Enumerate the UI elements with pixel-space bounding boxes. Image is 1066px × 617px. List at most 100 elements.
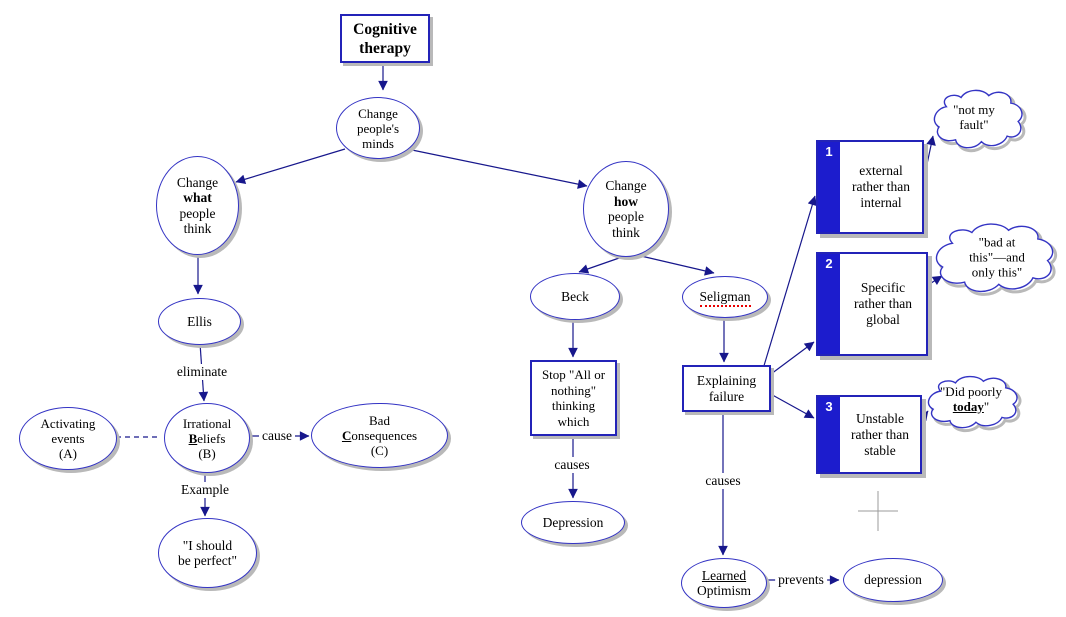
- box-body: Specific rather than global: [840, 254, 926, 354]
- cloud-line: "Did poorly: [940, 384, 1002, 399]
- box-text: global: [866, 312, 900, 327]
- box-text: stable: [864, 442, 896, 458]
- node-text: thinking: [551, 398, 596, 413]
- node-change-how-people-think: Change how people think: [583, 161, 669, 257]
- node-text: failure: [708, 388, 745, 404]
- node-text: Stop "All or: [541, 367, 606, 382]
- title-line: therapy: [359, 39, 411, 57]
- edge-label-prevents: prevents: [775, 572, 827, 588]
- node-text: think: [183, 221, 212, 236]
- node-text: Learned: [702, 568, 746, 584]
- node-text-bold: how: [613, 193, 638, 209]
- node-change-peoples-minds: Change people's minds: [336, 97, 420, 159]
- node-text: Change: [176, 174, 219, 190]
- box-number-stripe: 2: [818, 254, 840, 354]
- box-text: internal: [860, 195, 902, 210]
- thought-cloud-bad-at-this: [936, 224, 1055, 294]
- thought-cloud-not-my-fault: [934, 90, 1025, 150]
- node-text: which: [557, 413, 590, 429]
- cloud-text-not-my-fault: "not my fault": [953, 102, 995, 132]
- node-bad-consequences: Bad Consequences (C): [311, 403, 448, 468]
- node-seligman: Seligman: [682, 276, 768, 318]
- box-text: Specific: [860, 280, 906, 295]
- box-text: rather than: [850, 426, 910, 442]
- box-body: external rather than internal: [840, 142, 922, 232]
- node-activating-events: Activating events (A): [19, 407, 117, 470]
- thought-cloud-did-poorly: [928, 377, 1020, 431]
- title-line: Cognitive: [353, 20, 417, 38]
- node-text-underline: Learned: [701, 567, 747, 583]
- node-text: (C): [370, 443, 389, 458]
- box-text: rather than: [851, 179, 911, 194]
- node-explaining-failure: Explaining failure: [682, 365, 771, 412]
- node-learned-optimism: Learned Optimism: [681, 558, 767, 608]
- node-text: events: [51, 431, 85, 446]
- edge-label-cause: cause: [259, 428, 295, 444]
- arrow-explaining-to-box1: [762, 195, 817, 370]
- node-text: depression: [864, 572, 922, 588]
- box-body: Unstable rather than stable: [840, 397, 920, 472]
- node-text: Change: [605, 178, 647, 193]
- node-beck: Beck: [530, 273, 620, 320]
- node-ellis: Ellis: [158, 298, 241, 345]
- cloud-line: this"—and: [969, 249, 1025, 265]
- edge-label-causes-seligman: causes: [702, 473, 744, 489]
- box-number-stripe: 3: [818, 397, 840, 472]
- node-text: Bad: [369, 413, 390, 428]
- node-text: be perfect": [177, 553, 238, 568]
- node-irrational-beliefs: Irrational Beliefs (B): [164, 403, 250, 473]
- node-text: Optimism: [696, 583, 751, 598]
- edge-label-example: Example: [178, 482, 232, 498]
- node-text: (B): [198, 445, 216, 461]
- edge-label-causes-beck: causes: [551, 457, 593, 473]
- box-number: 2: [825, 256, 833, 271]
- arrow-how-to-seligman: [640, 255, 715, 276]
- box-number: 1: [825, 144, 833, 159]
- node-text: Beck: [561, 288, 589, 304]
- node-text: Explaining: [696, 373, 757, 388]
- box-number: 3: [825, 399, 833, 414]
- node-text: Consequences: [342, 428, 417, 443]
- node-text: think: [612, 224, 640, 240]
- node-depression-seligman: depression: [843, 558, 943, 602]
- cloud-text-bad-at-this: "bad at this"—and only this": [969, 235, 1025, 280]
- cloud-line: "not my: [953, 102, 995, 117]
- arrow-how-to-beck: [578, 256, 623, 274]
- cloud-line: "bad at: [978, 234, 1016, 250]
- node-i-should-be-perfect: "I should be perfect": [158, 518, 257, 588]
- arrow-minds-to-how: [411, 149, 588, 189]
- node-text: Seligman: [699, 289, 751, 308]
- node-text: Activating: [40, 416, 96, 431]
- node-depression-beck: Depression: [521, 501, 625, 544]
- box-text: external: [859, 163, 903, 178]
- node-text: (A): [58, 446, 78, 461]
- box-text: Unstable: [856, 410, 904, 426]
- numbered-box-2: 2 Specific rather than global: [816, 252, 928, 356]
- node-text: Beliefs: [189, 431, 226, 446]
- cloud-line: today": [940, 399, 1002, 414]
- node-text: Irrational: [182, 415, 232, 431]
- cloud-text-did-poorly: "Did poorly today": [940, 384, 1002, 414]
- node-text-bold-underline: C: [341, 428, 352, 443]
- node-change-what-people-think: Change what people think: [156, 156, 239, 255]
- node-text: "I should: [182, 537, 233, 553]
- node-stop-all-or-nothing: Stop "All or nothing" thinking which: [530, 360, 617, 436]
- node-text: people: [179, 205, 216, 221]
- cloud-line: only this": [971, 264, 1023, 280]
- node-text-bold: what: [183, 190, 212, 205]
- node-text: Change: [358, 105, 398, 121]
- box-number-stripe: 1: [818, 142, 840, 232]
- node-text-bold-underline: B: [188, 430, 198, 446]
- crosshair-marker: [858, 491, 898, 531]
- node-text: Depression: [542, 514, 604, 530]
- arrow-explaining-to-box2: [766, 341, 815, 378]
- arrow-explaining-to-box3: [766, 391, 815, 419]
- node-text: eliefs: [197, 430, 226, 446]
- numbered-box-3: 3 Unstable rather than stable: [816, 395, 922, 474]
- node-text-spellcheck: Seligman: [699, 289, 751, 308]
- node-text: people's: [356, 120, 400, 136]
- node-text: nothing": [550, 382, 597, 398]
- cloud-line: fault": [959, 117, 989, 132]
